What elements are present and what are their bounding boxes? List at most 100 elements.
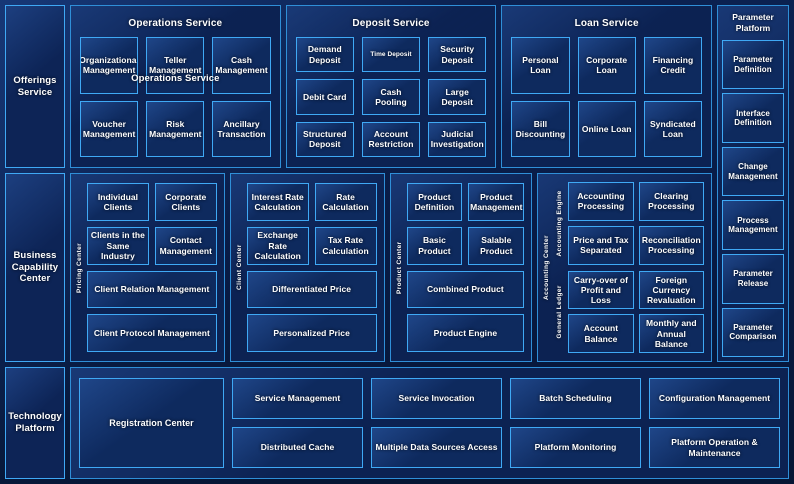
capability-individual-clients[interactable]: Individual Clients [87,183,149,221]
accounting-group-label-general-ledger: General Ledger [556,285,564,339]
service-grid-loan: Personal Loan Corporate Loan Financing C… [509,31,704,159]
capability-judicial-investigation[interactable]: Judicial Investigation [428,121,487,157]
capability-time-deposit[interactable]: Time Deposit [361,37,421,73]
center-label-accounting: Accounting Center [543,235,551,300]
capability-cash-management[interactable]: Cash Management [212,37,271,94]
service-panel-loan[interactable]: Loan Service Personal Loan Corporate Loa… [501,5,713,168]
capability-ancillary-transaction[interactable]: Ancillary Transaction [212,100,271,157]
capability-rate-calculation[interactable]: Rate Calculation [314,183,377,221]
capability-change-management[interactable]: Change Management [722,146,784,197]
center-accounting-content: Accounting Engine Accounting Processing … [552,179,706,356]
capability-interface-definition[interactable]: Interface Definition [722,93,784,143]
technology-platform-panel[interactable]: Registration Center Service Management S… [70,367,789,479]
capability-combined-product[interactable]: Combined Product [406,270,525,309]
capability-large-deposit[interactable]: Large Deposit [428,79,487,115]
capability-organizational-management[interactable]: Organizational Management [80,37,139,94]
layer-label-technology-platform: Technology Platform [5,367,65,479]
center-accounting[interactable]: Accounting Center Accounting Engine Acco… [537,173,712,362]
capability-service-invocation[interactable]: Service Invocation [371,378,502,419]
technology-platform-row: Technology Platform Registration Center … [5,367,789,479]
offerings-service-panels: Operations Service Organizational Manage… [70,5,789,168]
layer-label-business-capability-center-text: Business Capability Center [11,249,59,285]
capability-contact-management[interactable]: Contact Management [154,226,217,265]
center-pricing-pair-1: Individual Clients Corporate Clients [87,183,217,221]
offerings-service-row: Offerings Service Operations Service Org… [5,5,789,168]
capability-platform-monitoring[interactable]: Platform Monitoring [510,427,641,468]
layer-label-offerings-service: Offerings Service [5,5,65,168]
capability-configuration-management[interactable]: Configuration Management [649,378,780,419]
capability-basic-product[interactable]: Basic Product [406,226,463,265]
center-label-client: Client Center [235,244,243,291]
capability-demand-deposit[interactable]: Demand Deposit [295,37,354,73]
capability-batch-scheduling[interactable]: Batch Scheduling [510,378,641,419]
capability-clients-in-the-same-industry[interactable]: Clients in the Same Industry [87,226,149,265]
center-product-full-2: Product Engine [406,314,525,352]
capability-multiple-data-sources-access[interactable]: Multiple Data Sources Access [371,427,502,468]
center-product-pair-1: Product Definition Product Management [406,183,525,221]
capability-client-relation-management[interactable]: Client Relation Management [87,270,217,309]
capability-carry-over-of-profit-and-loss[interactable]: Carry-over of Profit and Loss [568,270,634,310]
service-grid-operations: Organizational Management Teller Managem… [78,31,273,159]
service-title-operations: Operations Service [128,18,223,29]
capability-teller-management[interactable]: Teller Management [146,37,205,94]
capability-corporate-loan[interactable]: Corporate Loan [577,37,636,94]
capability-clearing-processing[interactable]: Clearing Processing [638,182,704,221]
accounting-group-general-ledger: General Ledger Carry-over of Profit and … [554,270,704,353]
capability-debit-card[interactable]: Debit Card [295,79,354,115]
capability-platform-operation-and-maintenance[interactable]: Platform Operation & Maintenance [649,427,780,468]
capability-cash-pooling[interactable]: Cash Pooling [361,79,421,115]
capability-differentiated-price[interactable]: Differentiated Price [246,270,377,309]
capability-risk-management[interactable]: Risk Management [146,100,205,157]
service-grid-deposit: Demand Deposit Time Deposit Security Dep… [294,31,489,159]
center-product[interactable]: Product Center Product Definition Produc… [389,173,533,362]
capability-accounting-processing[interactable]: Accounting Processing [568,182,634,221]
center-client[interactable]: Client Center Interest Rate Calculation … [229,173,385,362]
parameter-platform-column-wrapper: Parameter Platform Parameter Definition … [717,5,789,362]
service-panel-operations[interactable]: Operations Service Organizational Manage… [70,5,281,168]
capability-online-loan[interactable]: Online Loan [577,100,636,157]
service-panel-deposit[interactable]: Deposit Service Demand Deposit Time Depo… [285,5,497,168]
capability-account-balance[interactable]: Account Balance [568,314,634,353]
capability-distributed-cache[interactable]: Distributed Cache [232,427,363,468]
capability-financing-credit[interactable]: Financing Credit [643,37,702,94]
capability-syndicated-loan[interactable]: Syndicated Loan [643,100,702,157]
capability-interest-rate-calculation[interactable]: Interest Rate Calculation [246,183,309,221]
capability-foreign-currency-revaluation[interactable]: Foreign Currency Revaluation [638,270,704,310]
capability-tax-rate-calculation[interactable]: Tax Rate Calculation [314,226,377,265]
capability-exchange-rate-calculation[interactable]: Exchange Rate Calculation [246,226,309,265]
capability-monthly-and-annual-balance[interactable]: Monthly and Annual Balance [638,314,704,353]
capability-service-management[interactable]: Service Management [232,378,363,419]
capability-personal-loan[interactable]: Personal Loan [511,37,570,94]
capability-structured-deposit[interactable]: Structured Deposit [295,121,354,157]
service-title-loan: Loan Service [574,18,639,29]
layer-label-offerings-service-text: Offerings Service [13,74,57,98]
capability-parameter-comparison[interactable]: Parameter Comparison [722,307,784,358]
parameter-platform-panel[interactable]: Parameter Platform Parameter Definition … [717,5,789,362]
center-client-pair-1: Interest Rate Calculation Rate Calculati… [246,183,377,221]
capability-parameter-definition[interactable]: Parameter Definition [722,39,784,90]
capability-price-and-tax-separated[interactable]: Price and Tax Separated [568,225,634,265]
business-capability-centers: Pricing Center Individual Clients Corpor… [70,173,789,362]
capability-registration-center[interactable]: Registration Center [79,378,224,468]
capability-process-management[interactable]: Process Management [722,200,784,250]
capability-client-protocol-management[interactable]: Client Protocol Management [87,314,217,352]
center-pricing-full-1: Client Relation Management [87,270,217,309]
capability-account-restriction[interactable]: Account Restriction [361,121,421,157]
capability-product-engine[interactable]: Product Engine [406,314,525,352]
general-ledger-grid: Carry-over of Profit and Loss Foreign Cu… [568,270,704,353]
capability-voucher-management[interactable]: Voucher Management [80,100,139,157]
capability-security-deposit[interactable]: Security Deposit [428,37,487,73]
capability-parameter-release[interactable]: Parameter Release [722,254,784,304]
layer-label-technology-platform-text: Technology Platform [8,411,62,434]
capability-product-management[interactable]: Product Management [468,183,525,221]
capability-bill-discounting[interactable]: Bill Discounting [511,100,570,157]
layer-label-business-capability-center: Business Capability Center [5,173,65,362]
center-pricing[interactable]: Pricing Center Individual Clients Corpor… [70,173,225,362]
capability-reconciliation-processing[interactable]: Reconciliation Processing [638,225,704,265]
capability-corporate-clients[interactable]: Corporate Clients [154,183,217,221]
capability-product-definition[interactable]: Product Definition [406,183,463,221]
center-product-pair-2: Basic Product Salable Product [406,226,525,265]
capability-personalized-price[interactable]: Personalized Price [246,314,377,352]
capability-salable-product[interactable]: Salable Product [468,226,525,265]
